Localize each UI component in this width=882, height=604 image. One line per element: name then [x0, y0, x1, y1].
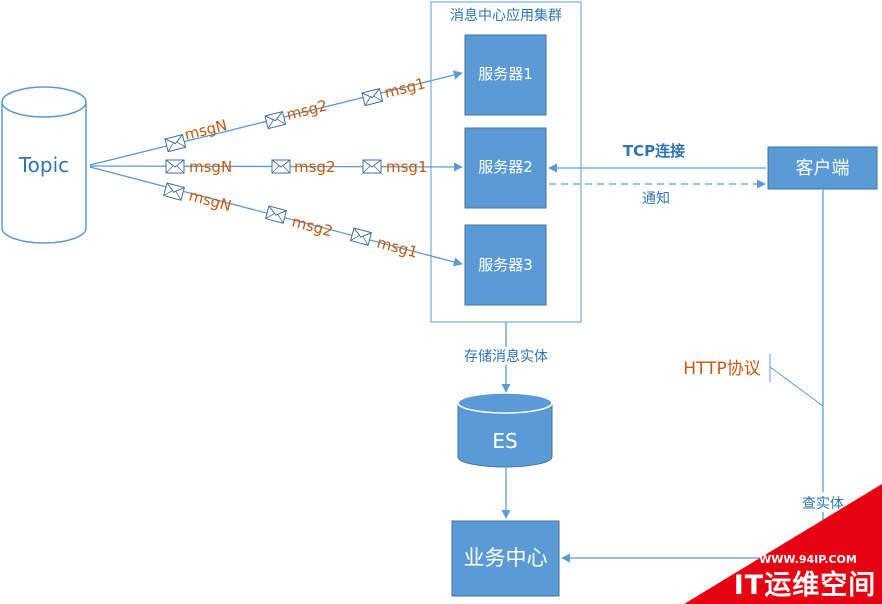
msg-label: msg1: [386, 158, 428, 176]
http-label: HTTP协议: [683, 359, 761, 379]
store-label: 存储消息实体: [464, 348, 548, 365]
msg-envelope-icon: [362, 159, 382, 174]
client-node: 客户端: [767, 146, 878, 190]
msg-envelope-icon: [350, 227, 372, 246]
msg-label: msg1: [383, 74, 428, 102]
msg-envelope-icon: [163, 182, 185, 201]
es-label: ES: [492, 429, 517, 453]
msg-envelope-icon: [264, 111, 287, 130]
business-label: 业务中心: [464, 546, 548, 570]
msg-envelope-icon: [265, 205, 287, 224]
client-label: 客户端: [796, 158, 850, 179]
msg-label: msg2: [285, 96, 330, 124]
topic-node: Topic: [1, 86, 87, 244]
server-1: 服务器1: [464, 34, 547, 116]
topic-label: Topic: [18, 153, 69, 177]
business-center-node: 业务中心: [451, 520, 560, 597]
cluster-title: 消息中心应用集群: [450, 7, 562, 24]
query-label: 查实体: [802, 496, 844, 512]
msg-envelope-icon: [271, 159, 291, 174]
watermark-url: WWW.94IP.COM: [759, 553, 857, 566]
server-1-label: 服务器1: [478, 65, 533, 83]
notify-label: 通知: [642, 190, 670, 207]
msg-envelope-icon: [165, 159, 185, 174]
tcp-label: TCP连接: [623, 142, 685, 160]
server-3-label: 服务器3: [478, 256, 533, 274]
msg-envelope-icon: [361, 88, 384, 107]
msg-label: msgN: [187, 186, 233, 215]
msg-label: msgN: [183, 116, 229, 144]
watermark: WWW.94IP.COM IT运维空间: [684, 484, 882, 604]
watermark-text: IT运维空间: [734, 569, 876, 601]
http-callout-line: [769, 366, 824, 407]
msg-label: msgN: [189, 158, 232, 176]
es-node: ES: [457, 392, 553, 468]
msg-envelope-icon: [164, 134, 187, 153]
server-2: 服务器2: [464, 127, 547, 209]
server-2-label: 服务器2: [478, 158, 533, 176]
msg-label: msg2: [290, 212, 335, 240]
msg-label: msg2: [294, 158, 336, 176]
server-3: 服务器3: [464, 224, 547, 306]
msg-label: msg1: [375, 233, 420, 261]
